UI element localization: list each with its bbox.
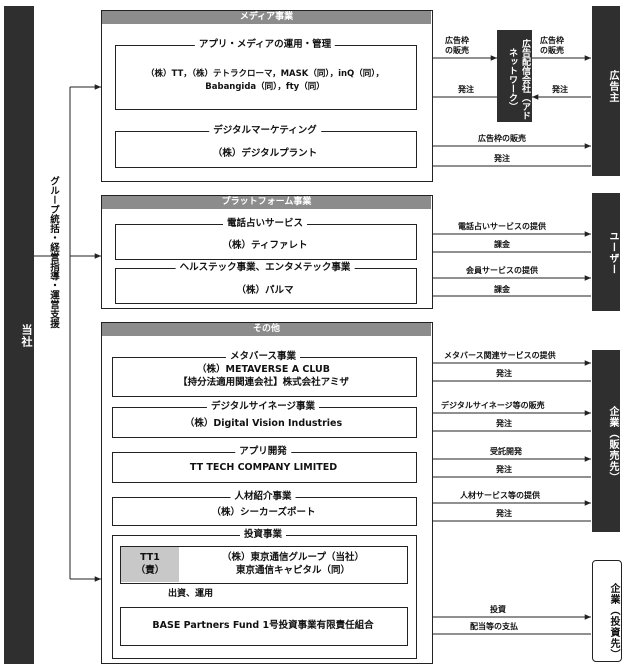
healthtech-box xyxy=(115,268,417,304)
media-header: メディア事業 xyxy=(102,11,431,24)
metaverse-company: （株）METAVERSE A CLUB xyxy=(197,364,330,375)
hr-title: 人材紹介事業 xyxy=(230,491,296,503)
ad-network-label: 広告配信会社（アドネットワーク） xyxy=(507,38,530,120)
tt1-box xyxy=(121,547,179,582)
invest-flow-label: 出資、運用 xyxy=(168,589,214,599)
healthtech-title: ヘルステック事業、エンタメテック事業 xyxy=(175,262,355,274)
flow-dividend-label: 配当等の支払 xyxy=(470,622,518,631)
app-media-line1: （株）TT，（株）テトラクローマ，MASK（同），inQ（同）， xyxy=(145,69,385,79)
digital-marketing-company: （株）デジタルプラント xyxy=(212,148,318,159)
healthtech-company: （株）パルマ xyxy=(236,285,294,296)
ad-network-box: 広告配信会社（アドネットワーク） xyxy=(497,30,532,122)
tt1-type: （責） xyxy=(135,565,165,576)
flow-bill-label-1: 課金 xyxy=(494,240,510,249)
user-label: ユーザー xyxy=(607,231,618,275)
flow-phone-label: 電話占いサービスの提供 xyxy=(458,222,546,231)
investment-manager-line1: （株）東京通信グループ（当社） xyxy=(222,552,364,563)
metaverse-affiliate: 【持分法適用関連会社】株式会社アミザ xyxy=(178,377,349,388)
company-bar: 当社 xyxy=(4,6,34,664)
user-bar: ユーザー xyxy=(592,193,620,311)
corporate-label: 企業（販売先） xyxy=(607,406,618,483)
flow-bill-label-2: 課金 xyxy=(494,285,510,294)
corporate-bar: 企業（販売先） xyxy=(592,350,620,532)
flow-sell-label-2: 広告枠の販売 xyxy=(540,36,564,55)
phone-fortune-box xyxy=(115,224,417,260)
platform-header: プラットフォーム事業 xyxy=(102,196,431,209)
other-header: その他 xyxy=(102,323,431,336)
phone-fortune-title: 電話占いサービス xyxy=(222,218,308,230)
flow-contract-label: 受託開発 xyxy=(490,447,522,456)
signage-company: （株）Digital Vision Industries xyxy=(184,418,343,429)
flow-sell-label-3: 広告枠の販売 xyxy=(478,134,526,143)
company-label: 当社 xyxy=(20,324,33,348)
investee-box: 企業（投資先） xyxy=(592,560,622,662)
investee-label: 企業（投資先） xyxy=(608,583,619,660)
flow-order-label-2: 発注 xyxy=(552,85,568,94)
group-management-label: グループ統括・経営指導・運営支援 xyxy=(48,176,59,328)
investment-title: 投資事業 xyxy=(239,529,287,541)
fund-box xyxy=(120,607,408,646)
tt1-name: TT1 xyxy=(140,552,160,563)
flow-member-label: 会員サービスの提供 xyxy=(466,266,538,275)
metaverse-title: メタバース事業 xyxy=(225,351,301,363)
flow-order-label-6: 発注 xyxy=(496,465,512,474)
appdev-company: TT TECH COMPANY LIMITED xyxy=(189,462,338,473)
advertiser-bar: 広告主 xyxy=(592,6,620,176)
flow-signage-label: デジタルサイネージ等の販売 xyxy=(441,401,545,410)
signage-title: デジタルサイネージ事業 xyxy=(206,401,320,413)
app-media-title: アプリ・メディアの運用・管理 xyxy=(194,39,336,51)
app-media-line2: Babangida（同），fty（同） xyxy=(205,82,325,92)
flow-order-label-4: 発注 xyxy=(496,369,512,378)
phone-fortune-company: （株）ティファレト xyxy=(222,240,308,251)
flow-order-label-3: 発注 xyxy=(494,154,510,163)
flow-order-label-5: 発注 xyxy=(496,419,512,428)
digital-marketing-title: デジタルマーケティング xyxy=(209,125,321,137)
metaverse-box xyxy=(112,357,417,397)
appdev-title: アプリ開発 xyxy=(235,446,291,458)
flow-order-label-1: 発注 xyxy=(458,85,474,94)
fund-name: BASE Partners Fund 1号投資事業有限責任組合 xyxy=(152,620,374,631)
flow-order-label-7: 発注 xyxy=(496,509,512,518)
flow-meta-label: メタバース関連サービスの提供 xyxy=(444,351,556,360)
flow-invest-label: 投資 xyxy=(490,605,506,614)
investment-manager-line2: 東京通信キャピタル（同） xyxy=(235,565,350,576)
flow-hr-label: 人材サービス等の提供 xyxy=(460,491,540,500)
advertiser-label: 広告主 xyxy=(607,70,618,103)
flow-sell-label-1: 広告枠の販売 xyxy=(445,36,469,55)
hr-company: （株）シーカーズポート xyxy=(211,507,316,518)
